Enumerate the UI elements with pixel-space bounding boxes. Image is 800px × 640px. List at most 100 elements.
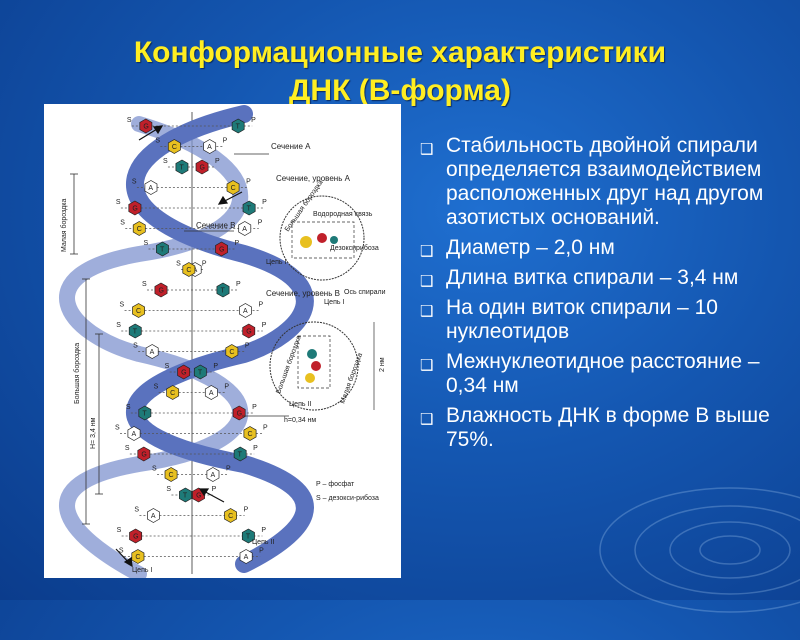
title-line-1: Конформационные характеристики <box>0 34 800 72</box>
step-height-label: h=0,34 нм <box>284 417 316 424</box>
backbone-letter: P <box>215 158 220 165</box>
list-item: ❑ Стабильность двойной спирали определяет… <box>412 134 792 230</box>
backbone-letter: S <box>116 322 121 329</box>
check-box-icon: ❑ <box>420 269 433 293</box>
section-level-a-label: Сечение, уровень А <box>276 174 351 183</box>
strand-1-label: Цепь I <box>132 567 152 574</box>
cross-section-a: Водородная связь Дезоксирибоза Большая б… <box>266 178 379 280</box>
nucleobase-letter: T <box>246 534 251 541</box>
backbone-letter: P <box>258 302 263 309</box>
nucleobase-letter: C <box>170 390 175 397</box>
legend-deoxyribose: S – дезокси-рибоза <box>316 494 379 502</box>
nucleobase-letter: T <box>183 493 188 500</box>
strand-1-label-b: Цепь I <box>324 299 344 306</box>
backbone-letter: S <box>176 261 181 268</box>
backbone-letter: S <box>155 138 160 145</box>
nucleobase-letter: A <box>244 554 249 561</box>
turn-height-label: H= 3,4 нм <box>90 417 97 449</box>
nucleobase-letter: A <box>151 513 156 520</box>
check-box-icon: ❑ <box>420 299 433 323</box>
backbone-letter: S <box>165 363 170 370</box>
cross-section-b: Цепь I Ось спирали Большая бороздка Мала… <box>270 289 386 410</box>
backbone-letter: S <box>120 220 125 227</box>
section-b-label: Сечение В <box>196 221 235 230</box>
nucleobase-letter: T <box>220 288 225 295</box>
list-item-text: На один виток спирали – 10 нуклеотидов <box>446 296 718 343</box>
backbone-letter: S <box>117 527 122 534</box>
backbone-letter: P <box>262 322 267 329</box>
list-item-text: Диаметр – 2,0 нм <box>446 236 615 259</box>
nucleobase-letter: A <box>242 226 247 233</box>
backbone-letter: P <box>226 466 231 473</box>
check-box-icon: ❑ <box>420 137 433 161</box>
backbone-letter: P <box>202 261 207 268</box>
backbone-letter: P <box>252 404 257 411</box>
hydrogen-bond-label: Водородная связь <box>313 211 373 218</box>
nucleobase-letter: G <box>133 534 138 541</box>
minor-groove-b-label: Малая бороздка <box>338 352 364 405</box>
list-item: ❑ Влажность ДНК в форме В выше 75%. <box>412 404 792 452</box>
nucleobase-letter: C <box>186 267 191 274</box>
strand-2-label-b: Цепь II <box>289 401 311 408</box>
nucleobase-letter: A <box>209 390 214 397</box>
nucleobase-letter: G <box>246 329 251 336</box>
nucleobase-letter: G <box>200 165 205 172</box>
nucleobase-letter: C <box>172 144 177 151</box>
backbone-letter: S <box>127 117 132 124</box>
backbone-letter: P <box>246 179 251 186</box>
backbone-letter: P <box>213 363 218 370</box>
nucleobase-letter: T <box>247 206 252 213</box>
nucleobase-letter: T <box>238 452 243 459</box>
nucleobase-letter: A <box>210 472 215 479</box>
list-item-text: Влажность ДНК в форме В выше 75%. <box>446 404 770 451</box>
nucleobase-letter: G <box>181 370 186 377</box>
strand-2-label: Цепь II <box>252 539 274 546</box>
nucleobase-letter: A <box>150 349 155 356</box>
backbone-letter: S <box>132 179 137 186</box>
nucleobase-letter: C <box>228 513 233 520</box>
backbone-letter: P <box>245 343 250 350</box>
nucleobase-letter: G <box>196 493 201 500</box>
check-box-icon: ❑ <box>420 407 433 431</box>
nucleobase-letter: A <box>207 144 212 151</box>
backbone-letter: S <box>116 199 121 206</box>
nucleobase-letter: G <box>159 288 164 295</box>
backbone-letter: P <box>224 384 229 391</box>
diameter-label: 2 нм <box>379 357 386 372</box>
backbone-letter: S <box>142 281 147 288</box>
backbone-letter: S <box>120 302 125 309</box>
backbone-letter: S <box>154 384 159 391</box>
major-groove-small-label: Большая бороздка <box>283 178 325 233</box>
backbone-letter: P <box>212 486 217 493</box>
list-item-text: Стабильность двойной спирали определяетс… <box>446 134 763 229</box>
slide-title: Конформационные характеристики ДНК (В-фо… <box>0 34 800 110</box>
nucleobase-letter: T <box>133 329 138 336</box>
backbone-letter: S <box>166 486 171 493</box>
list-item: ❑Длина витка спирали – 3,4 нм <box>412 266 792 290</box>
nucleobase-letter: T <box>142 411 147 418</box>
section-level-b-label: Сечение, уровень В <box>266 289 340 298</box>
axis-label: Ось спирали <box>344 289 386 296</box>
nucleobase-letter: A <box>243 308 248 315</box>
dna-helix-diagram: GTSPCASPTGSPACSPGTSPCASPTGSPACSPGTSPCASP… <box>44 104 401 578</box>
list-item: ❑Межнуклеотидное расстояние – 0,34 нм <box>412 350 792 398</box>
minor-groove-label: Малая бороздка <box>60 199 68 252</box>
backbone-letter: P <box>261 527 266 534</box>
backbone-letter: S <box>133 343 138 350</box>
nucleobase-letter: G <box>132 206 137 213</box>
nucleobase-letter: C <box>135 554 140 561</box>
nucleobase-letter: C <box>137 226 142 233</box>
nucleobase-letter: C <box>229 349 234 356</box>
major-groove-label: Большая бороздка <box>73 343 81 404</box>
backbone-letter: S <box>134 507 139 514</box>
nucleobase-letter: T <box>160 247 165 254</box>
backbone-letter: S <box>152 466 157 473</box>
nucleobase-letter: C <box>136 308 141 315</box>
nucleobase-letter: G <box>237 411 242 418</box>
nucleobase-letter: C <box>169 472 174 479</box>
backbone-letter: P <box>251 117 256 124</box>
backbone-letter: S <box>125 445 130 452</box>
backbone-letter: S <box>126 404 131 411</box>
backbone-letter: P <box>244 507 249 514</box>
dna-b-form-figure: GTSPCASPTGSPACSPGTSPCASPTGSPACSPGTSPCASP… <box>44 104 401 578</box>
